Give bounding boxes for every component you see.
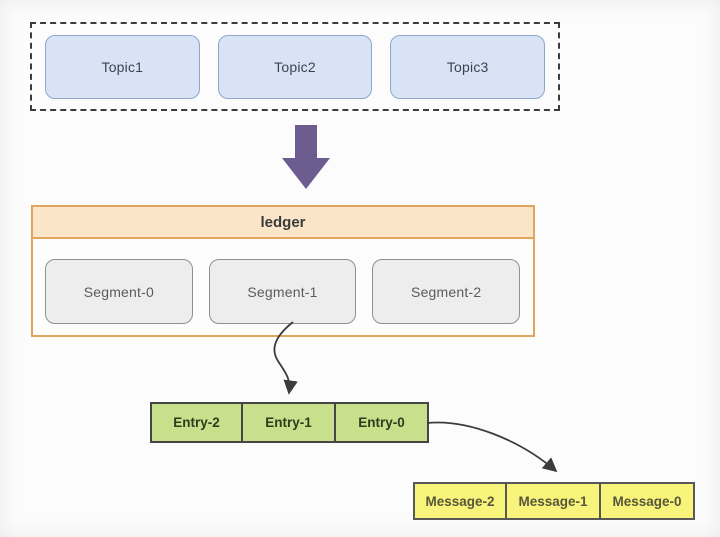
entry-row: Entry-2 Entry-1 Entry-0 — [150, 402, 429, 443]
down-arrow-icon — [282, 125, 330, 189]
entry-cell-2: Entry-2 — [150, 402, 243, 443]
segment-label-1: Segment-1 — [247, 283, 318, 300]
segment-node-0: Segment-0 — [45, 259, 193, 324]
message-cell-0: Message-0 — [601, 482, 695, 520]
topic-label-3: Topic3 — [446, 58, 489, 75]
entry-cell-0: Entry-0 — [336, 402, 429, 443]
segment-node-2: Segment-2 — [372, 259, 521, 324]
segment-node-1: Segment-1 — [208, 259, 357, 324]
message-cell-1: Message-1 — [507, 482, 601, 520]
message-cell-2: Message-2 — [413, 482, 507, 520]
segment-label-0: Segment-0 — [83, 283, 154, 300]
ledger-title: ledger — [260, 213, 306, 231]
ledger-body: Segment-0 Segment-1 Segment-2 — [33, 239, 533, 324]
ledger-container: ledger Segment-0 Segment-1 Segment-2 — [31, 205, 535, 337]
ledger-header: ledger — [33, 207, 533, 239]
topic-node-3: Topic3 — [390, 34, 546, 99]
entry-to-message-arrow — [426, 421, 558, 473]
entry-cell-1: Entry-1 — [243, 402, 336, 443]
topic-label-1: Topic1 — [101, 58, 144, 75]
topic-label-2: Topic2 — [274, 58, 316, 75]
topic-node-1: Topic1 — [45, 34, 200, 99]
topics-dashed-container: Topic1 Topic2 Topic3 — [30, 22, 560, 111]
topic-node-2: Topic2 — [217, 34, 373, 99]
segment-label-2: Segment-2 — [411, 283, 482, 300]
message-row: Message-2 Message-1 Message-0 — [413, 482, 695, 520]
